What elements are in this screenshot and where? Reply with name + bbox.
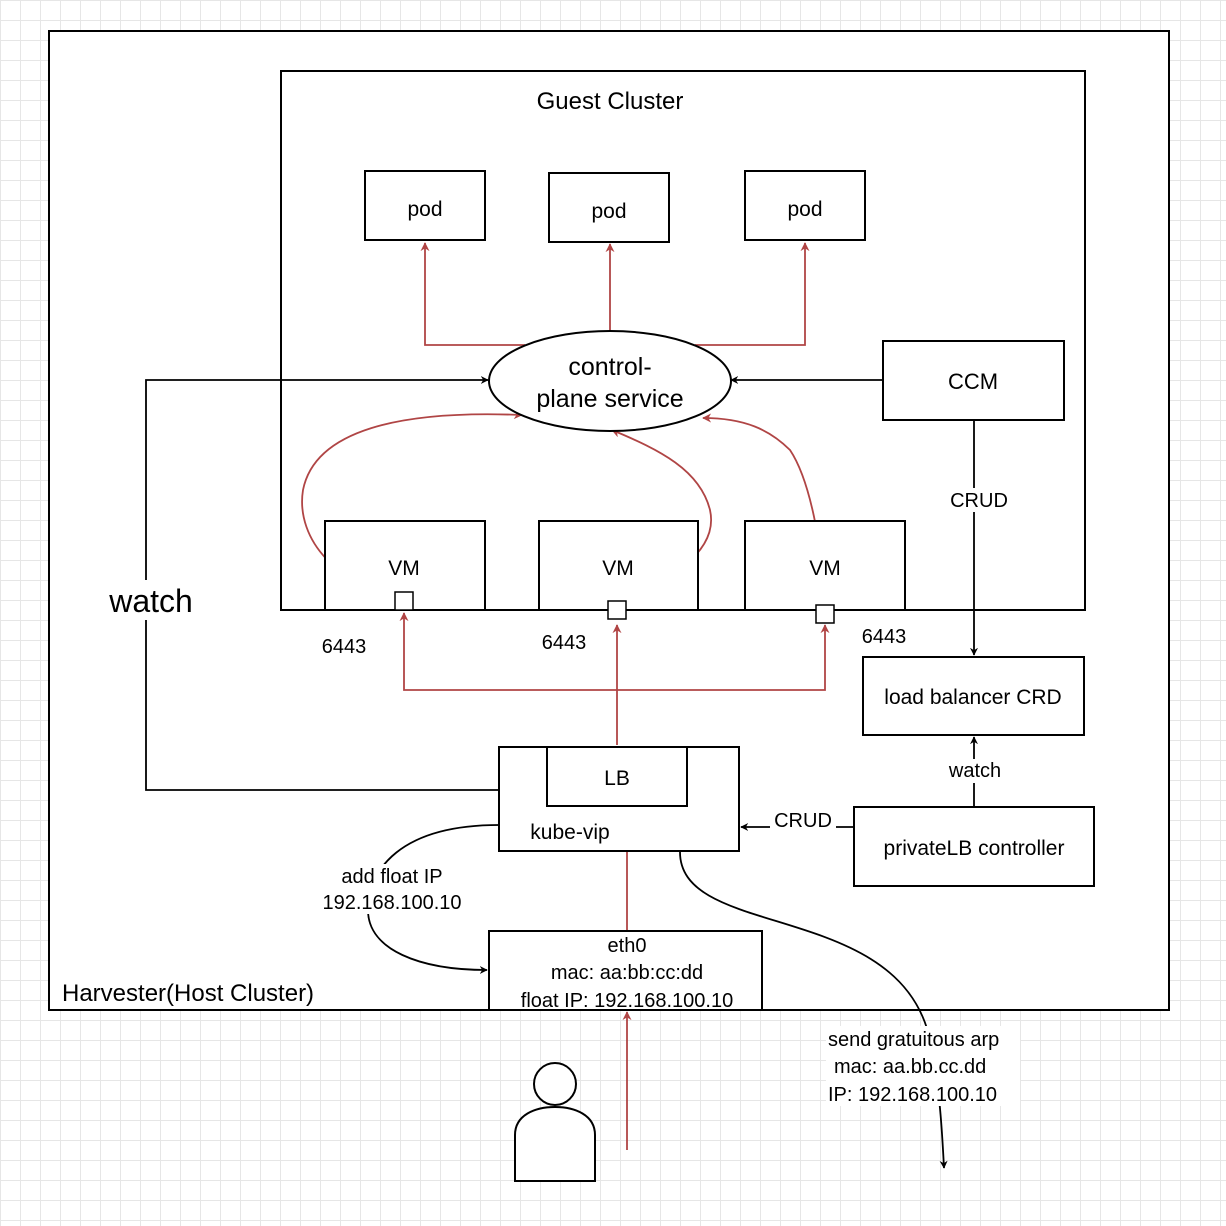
add-float-ip-label-2: 192.168.100.10 [322, 892, 461, 914]
ccm-label: CCM [948, 369, 998, 394]
privatelb-controller-label: privateLB controller [884, 837, 1065, 860]
guest-cluster-title: Guest Cluster [537, 88, 684, 115]
vm-label-3: VM [809, 557, 841, 580]
eth0-name: eth0 [608, 935, 647, 957]
eth0-mac: mac: aa:bb:cc:dd [551, 962, 703, 984]
crud-label-controller: CRUD [774, 810, 832, 832]
port-label-2: 6443 [542, 632, 587, 654]
kube-vip-node: LB kube-vip [498, 746, 740, 852]
pod-label-2: pod [591, 200, 626, 223]
pod-label-3: pod [787, 198, 822, 221]
pod-node-1: pod [364, 170, 486, 241]
control-plane-service-node: control- plane service [488, 330, 732, 432]
lb-inner-box [546, 746, 688, 807]
user-icon [514, 1062, 596, 1182]
kube-vip-label: kube-vip [530, 821, 609, 844]
pod-node-3: pod [744, 170, 866, 241]
privatelb-controller-node: privateLB controller [853, 806, 1095, 887]
port-square-2 [607, 600, 627, 620]
pod-node-2: pod [548, 172, 670, 243]
control-plane-label-line1: control- [568, 353, 651, 381]
vm-label-2: VM [602, 557, 634, 580]
eth0-node: eth0 mac: aa:bb:cc:dd float IP: 192.168.… [488, 930, 763, 1012]
watch-label-small: watch [948, 760, 1001, 782]
port-label-1: 6443 [322, 636, 367, 658]
add-float-ip-label-1: add float IP [341, 866, 442, 888]
garp-label-2: mac: aa.bb.cc.dd [834, 1056, 986, 1078]
crud-label-ccm: CRUD [950, 490, 1008, 512]
pod-label-1: pod [407, 198, 442, 221]
watch-label-big: watch [108, 583, 193, 619]
garp-label-1: send gratuitous arp [828, 1029, 999, 1051]
eth0-float-ip: float IP: 192.168.100.10 [521, 990, 733, 1012]
flow-lb-to-port-3 [617, 624, 830, 691]
load-balancer-crd-node: load balancer CRD [862, 656, 1085, 736]
ccm-node: CCM [882, 340, 1065, 421]
edge-kubevip-send-garp [679, 851, 948, 1169]
port-square-3 [815, 604, 835, 624]
vm-node-3: VM [744, 520, 906, 611]
load-balancer-crd-label: load balancer CRD [884, 686, 1061, 709]
vm-node-2: VM [538, 520, 699, 611]
flow-cp-to-pod-3 [695, 242, 810, 346]
lb-label: LB [604, 767, 630, 790]
flow-lb-to-port-1 [399, 612, 617, 691]
flow-cp-to-pod-1 [420, 242, 525, 346]
control-plane-label-line2: plane service [536, 385, 683, 413]
host-cluster-label: Harvester(Host Cluster) [62, 980, 314, 1007]
port-label-3: 6443 [862, 626, 907, 648]
port-square-1 [394, 591, 414, 611]
garp-label-3: IP: 192.168.100.10 [828, 1084, 997, 1106]
vm-label-1: VM [388, 557, 420, 580]
